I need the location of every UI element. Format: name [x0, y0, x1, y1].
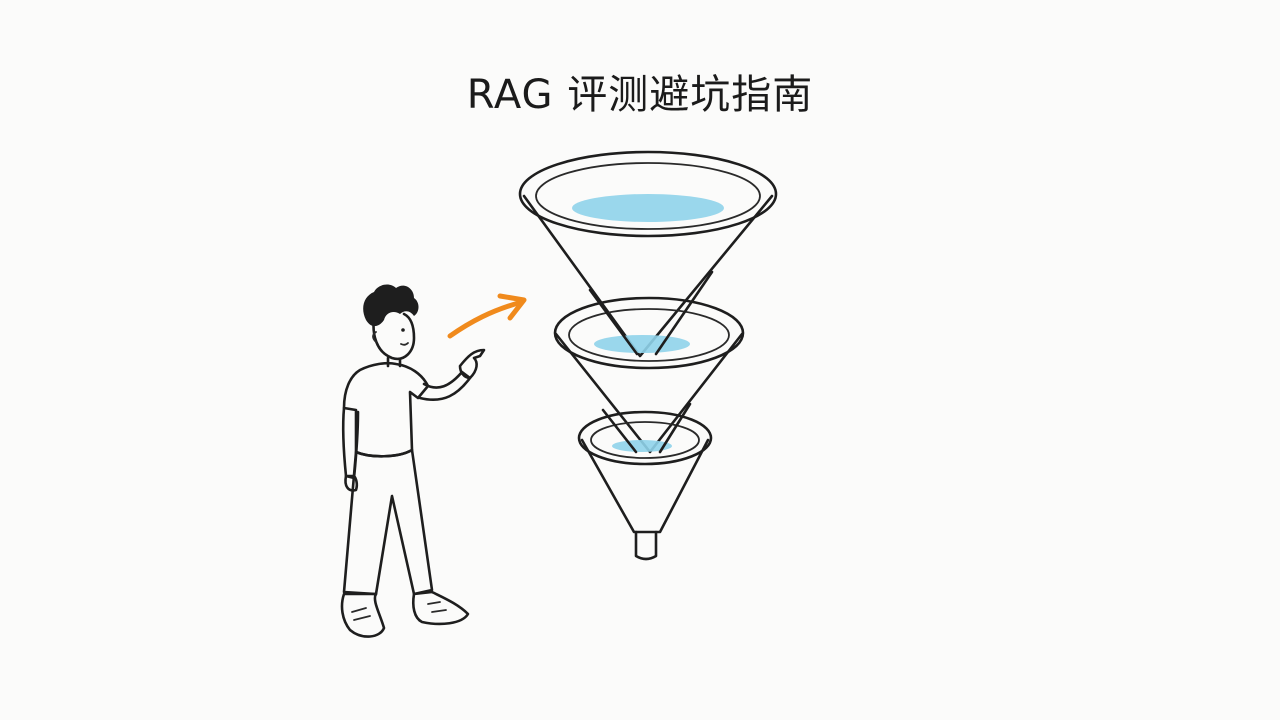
- arrow-icon: [447, 293, 527, 339]
- page-title: RAG 评测避坑指南: [466, 72, 814, 118]
- water-surface-top: [572, 194, 724, 222]
- funnel-spout: [634, 530, 658, 561]
- mouth: [400, 342, 409, 346]
- funnel-bottom: [577, 402, 713, 561]
- eye: [401, 328, 405, 332]
- water-surface-bottom: [612, 440, 672, 452]
- left-shoe: [340, 592, 386, 638]
- pants: [342, 448, 434, 596]
- funnel-top: [518, 150, 778, 358]
- hair: [363, 284, 419, 327]
- pointing-arm: [418, 370, 472, 401]
- water-surface-middle: [594, 335, 690, 353]
- funnel-stack: [518, 150, 778, 561]
- person-figure: [340, 284, 486, 638]
- right-shoe: [411, 590, 470, 626]
- funnel-middle: [553, 270, 745, 454]
- pointing-hand: [458, 348, 486, 380]
- shirt: [342, 361, 430, 458]
